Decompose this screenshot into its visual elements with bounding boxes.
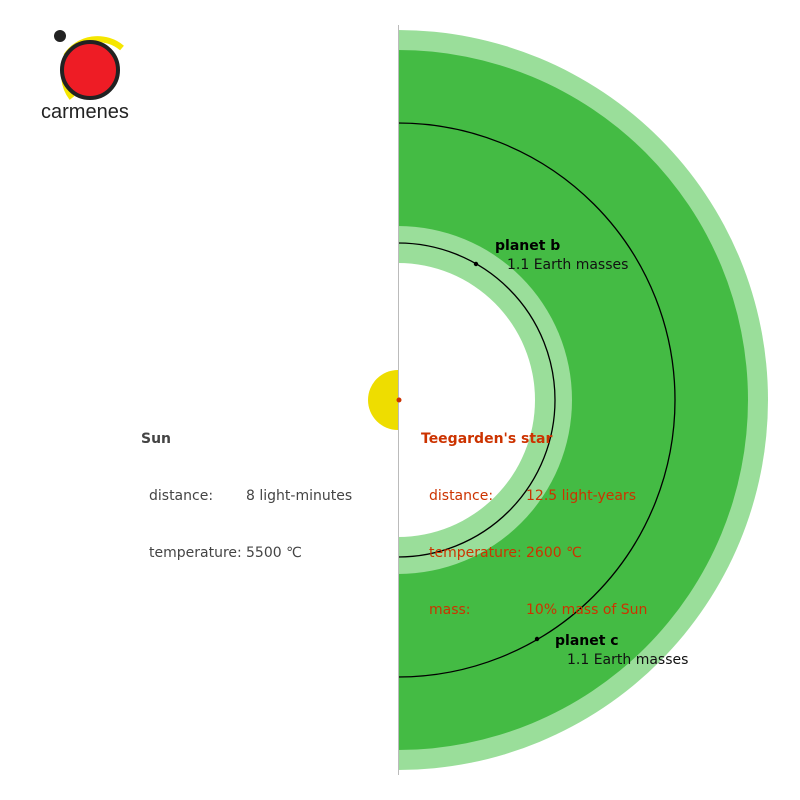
star-distance-value: 12.5 light-years: [526, 488, 636, 504]
logo: carmenes: [41, 30, 129, 123]
star-info: Teegarden's star distance: 12.5 light-yea…: [421, 392, 647, 639]
planet-c-mass: 1.1 Earth masses: [567, 652, 689, 668]
planet-b-name: planet b: [495, 238, 561, 254]
planet-b-mass: 1.1 Earth masses: [507, 257, 629, 273]
sun-distance-value: 8 light-minutes: [246, 488, 353, 504]
star-distance-label: distance:: [429, 488, 494, 504]
inner-empty-zone: [398, 263, 535, 537]
orbit-b: [397, 242, 556, 558]
sun-temperature-value: 5500 ℃: [246, 545, 302, 561]
logo-text: carmenes: [41, 101, 129, 123]
star-name: Teegarden's star: [421, 431, 553, 447]
sun-name: Sun: [141, 431, 172, 447]
star-mass-value: 10% mass of Sun: [526, 602, 648, 618]
sun-distance-label: distance:: [149, 488, 214, 504]
star-temperature-value: 2600 ℃: [526, 545, 582, 561]
sun-info: Sun distance: 8 light-minutes temperature…: [141, 392, 352, 582]
star-temperature-label: temperature:: [429, 545, 522, 561]
planet-b-dot: [473, 261, 479, 267]
sun-disc: [368, 370, 398, 430]
orbit-c: [397, 122, 676, 678]
habitable-zone: [398, 50, 748, 750]
star-dot: [396, 397, 402, 403]
planet-c-dot: [534, 636, 540, 642]
star-mass-label: mass:: [429, 602, 471, 618]
planet-c-name: planet c: [555, 633, 619, 649]
sun-temperature-label: temperature:: [149, 545, 242, 561]
